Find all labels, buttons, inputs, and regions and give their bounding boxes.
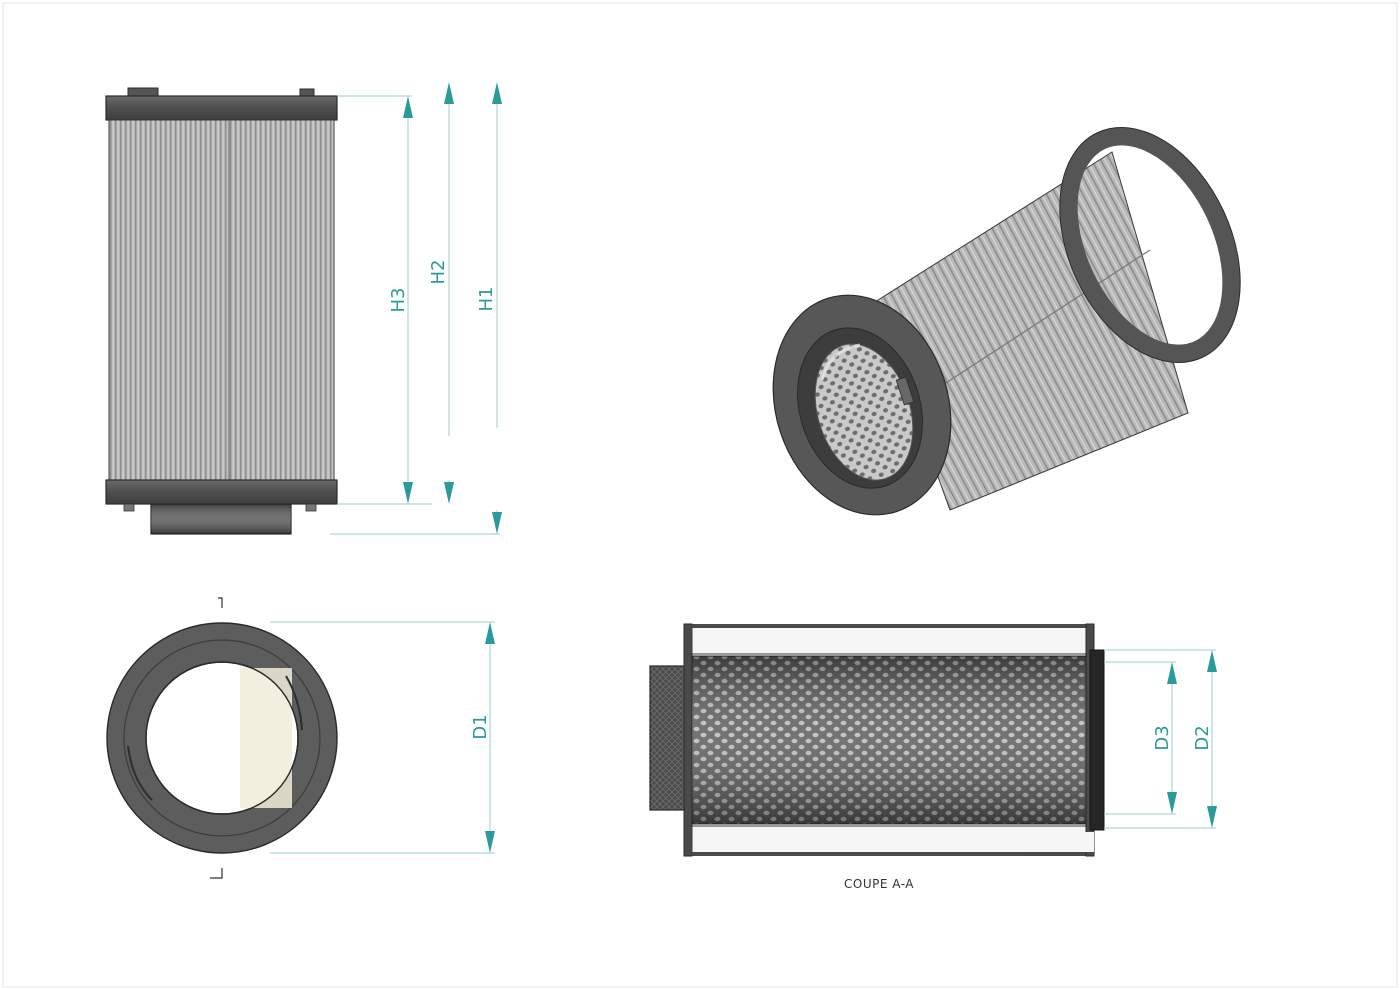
dimension-label-h3: H3 bbox=[388, 288, 409, 313]
dimension-label-d1: D1 bbox=[470, 714, 491, 739]
dimension-label-h2: H2 bbox=[428, 260, 449, 285]
dimension-label-d3: D3 bbox=[1152, 725, 1173, 750]
end-view bbox=[106, 597, 338, 879]
pleated-media bbox=[108, 119, 335, 481]
section-media-bottom bbox=[691, 825, 1091, 855]
dimension-d3: D3 bbox=[1152, 662, 1177, 814]
dimension-h2: H2 bbox=[428, 82, 454, 504]
top-end-cap bbox=[105, 95, 338, 121]
dimension-h3: H3 bbox=[388, 96, 413, 504]
section-media-top bbox=[691, 625, 1091, 655]
dimension-label-d2: D2 bbox=[1192, 725, 1213, 750]
dimension-h1: H1 bbox=[476, 82, 502, 534]
section-caption: COUPE A-A bbox=[844, 877, 914, 891]
extension-lines-end bbox=[270, 621, 495, 854]
front-view bbox=[105, 87, 338, 535]
section-outlet-ring bbox=[1089, 649, 1105, 831]
dimension-d1: D1 bbox=[470, 622, 495, 853]
far-end-cap bbox=[1059, 127, 1241, 363]
section-spigot bbox=[649, 665, 689, 811]
isometric-view bbox=[772, 127, 1241, 516]
extension-lines-front bbox=[330, 95, 500, 535]
extension-lines-section bbox=[1104, 649, 1216, 829]
bottom-end-cap bbox=[105, 479, 338, 505]
section-view bbox=[649, 623, 1105, 857]
dimension-d2: D2 bbox=[1192, 650, 1217, 828]
dimension-label-h1: H1 bbox=[476, 287, 497, 312]
